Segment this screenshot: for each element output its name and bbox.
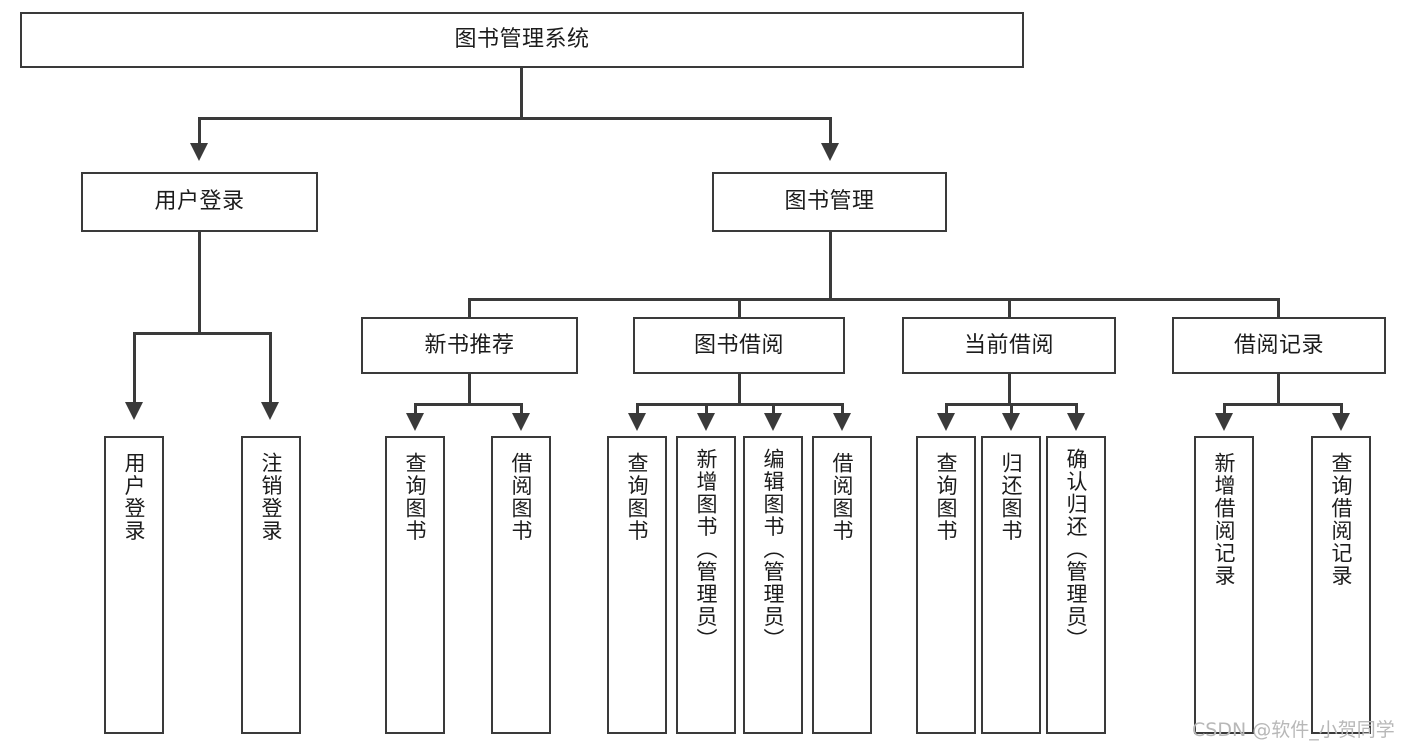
connector-user-login-bus: [133, 332, 272, 335]
connector-nbr-bus: [414, 403, 523, 406]
node-label: 编辑图书（管理员）: [761, 448, 786, 651]
node-label: 借阅图书: [509, 452, 534, 542]
arrow-to-bb-leaf-3: [764, 413, 782, 431]
connector-user-login-drop-2: [269, 332, 272, 404]
leaf-cb-return-book[interactable]: 归还图书: [981, 436, 1041, 734]
leaf-cb-confirm-return-admin[interactable]: 确认归还（管理员）: [1046, 436, 1106, 734]
connector-br-stem: [1277, 374, 1280, 405]
arrow-to-leaf-user-login: [125, 402, 143, 420]
node-label: 归还图书: [999, 452, 1024, 542]
node-label: 图书借阅: [693, 332, 784, 358]
node-label: 新书推荐: [424, 332, 515, 358]
leaf-bb-edit-book-admin[interactable]: 编辑图书（管理员）: [743, 436, 803, 734]
leaf-bb-add-book-admin[interactable]: 新增图书（管理员）: [676, 436, 736, 734]
connector-bb-bus: [636, 403, 844, 406]
arrow-to-br-leaf-1: [1215, 413, 1233, 431]
arrow-to-cb-leaf-2: [1002, 413, 1020, 431]
arrow-to-user-login: [190, 143, 208, 161]
node-label: 查询图书: [403, 452, 428, 542]
node-label: 当前借阅: [963, 332, 1054, 358]
leaf-logout[interactable]: 注销登录: [241, 436, 301, 734]
leaf-cb-query-book[interactable]: 查询图书: [916, 436, 976, 734]
connector-cb-stem: [1008, 374, 1011, 405]
node-current-borrow[interactable]: 当前借阅: [902, 317, 1116, 374]
node-label: 用户登录: [154, 189, 245, 215]
connector-cb-drop-3: [1075, 403, 1078, 415]
node-label: 借阅记录: [1233, 332, 1324, 358]
leaf-bb-borrow-book[interactable]: 借阅图书: [812, 436, 872, 734]
leaf-nbr-query-book[interactable]: 查询图书: [385, 436, 445, 734]
node-label: 借阅图书: [830, 452, 855, 542]
connector-level2-drop-1: [198, 117, 201, 145]
connector-br-drop-1: [1223, 403, 1226, 415]
connector-cb-drop-1: [945, 403, 948, 415]
node-label: 查询图书: [934, 452, 959, 542]
leaf-br-add-record[interactable]: 新增借阅记录: [1194, 436, 1254, 734]
arrow-to-bb-leaf-1: [628, 413, 646, 431]
node-label: 新增借阅记录: [1212, 452, 1237, 587]
arrow-to-book-management: [821, 143, 839, 161]
connector-bb-drop-2: [705, 403, 708, 415]
connector-cb-drop-2: [1010, 403, 1013, 415]
connector-nbr-drop-2: [520, 403, 523, 415]
leaf-nbr-borrow-book[interactable]: 借阅图书: [491, 436, 551, 734]
arrow-to-cb-leaf-1: [937, 413, 955, 431]
node-root-book-management-system[interactable]: 图书管理系统: [20, 12, 1024, 68]
leaf-bb-query-book[interactable]: 查询图书: [607, 436, 667, 734]
node-book-borrow[interactable]: 图书借阅: [633, 317, 845, 374]
connector-bb-stem: [738, 374, 741, 405]
connector-level3-drop-3: [1008, 298, 1011, 320]
connector-nbr-drop-1: [414, 403, 417, 415]
leaf-user-login[interactable]: 用户登录: [104, 436, 164, 734]
arrow-to-nbr-leaf-2: [512, 413, 530, 431]
node-label: 图书管理: [784, 189, 875, 215]
connector-level3-drop-4: [1277, 298, 1280, 320]
node-borrow-record[interactable]: 借阅记录: [1172, 317, 1386, 374]
connector-level3-drop-1: [468, 298, 471, 320]
node-new-book-recommend[interactable]: 新书推荐: [361, 317, 578, 374]
node-label: 查询图书: [625, 452, 650, 542]
connector-user-login-drop-1: [133, 332, 136, 404]
arrow-to-leaf-logout: [261, 402, 279, 420]
connector-bb-drop-4: [841, 403, 844, 415]
arrow-to-bb-leaf-2: [697, 413, 715, 431]
node-user-login[interactable]: 用户登录: [81, 172, 318, 232]
watermark-text: CSDN @软件_小贺同学: [1192, 719, 1395, 741]
node-label: 查询借阅记录: [1329, 452, 1354, 587]
node-label: 图书管理系统: [454, 27, 590, 53]
connector-br-bus: [1223, 403, 1343, 406]
connector-level2-drop-2: [829, 117, 832, 145]
node-label: 确认归还（管理员）: [1064, 448, 1089, 651]
leaf-br-query-record[interactable]: 查询借阅记录: [1311, 436, 1371, 734]
connector-level3-drop-2: [738, 298, 741, 320]
node-book-management[interactable]: 图书管理: [712, 172, 947, 232]
connector-user-login-stem: [198, 232, 201, 333]
connector-bb-drop-1: [636, 403, 639, 415]
node-label: 用户登录: [122, 452, 147, 542]
node-label: 注销登录: [259, 452, 284, 542]
connector-br-drop-2: [1340, 403, 1343, 415]
connector-root-stem: [520, 68, 523, 118]
node-label: 新增图书（管理员）: [694, 448, 719, 651]
connector-book-management-stem: [829, 232, 832, 300]
connector-nbr-stem: [468, 374, 471, 405]
arrow-to-br-leaf-2: [1332, 413, 1350, 431]
connector-level3-bus: [468, 298, 1280, 301]
arrow-to-cb-leaf-3: [1067, 413, 1085, 431]
arrow-to-nbr-leaf-1: [406, 413, 424, 431]
connector-level2-bus: [198, 117, 832, 120]
arrow-to-bb-leaf-4: [833, 413, 851, 431]
connector-bb-drop-3: [772, 403, 775, 415]
